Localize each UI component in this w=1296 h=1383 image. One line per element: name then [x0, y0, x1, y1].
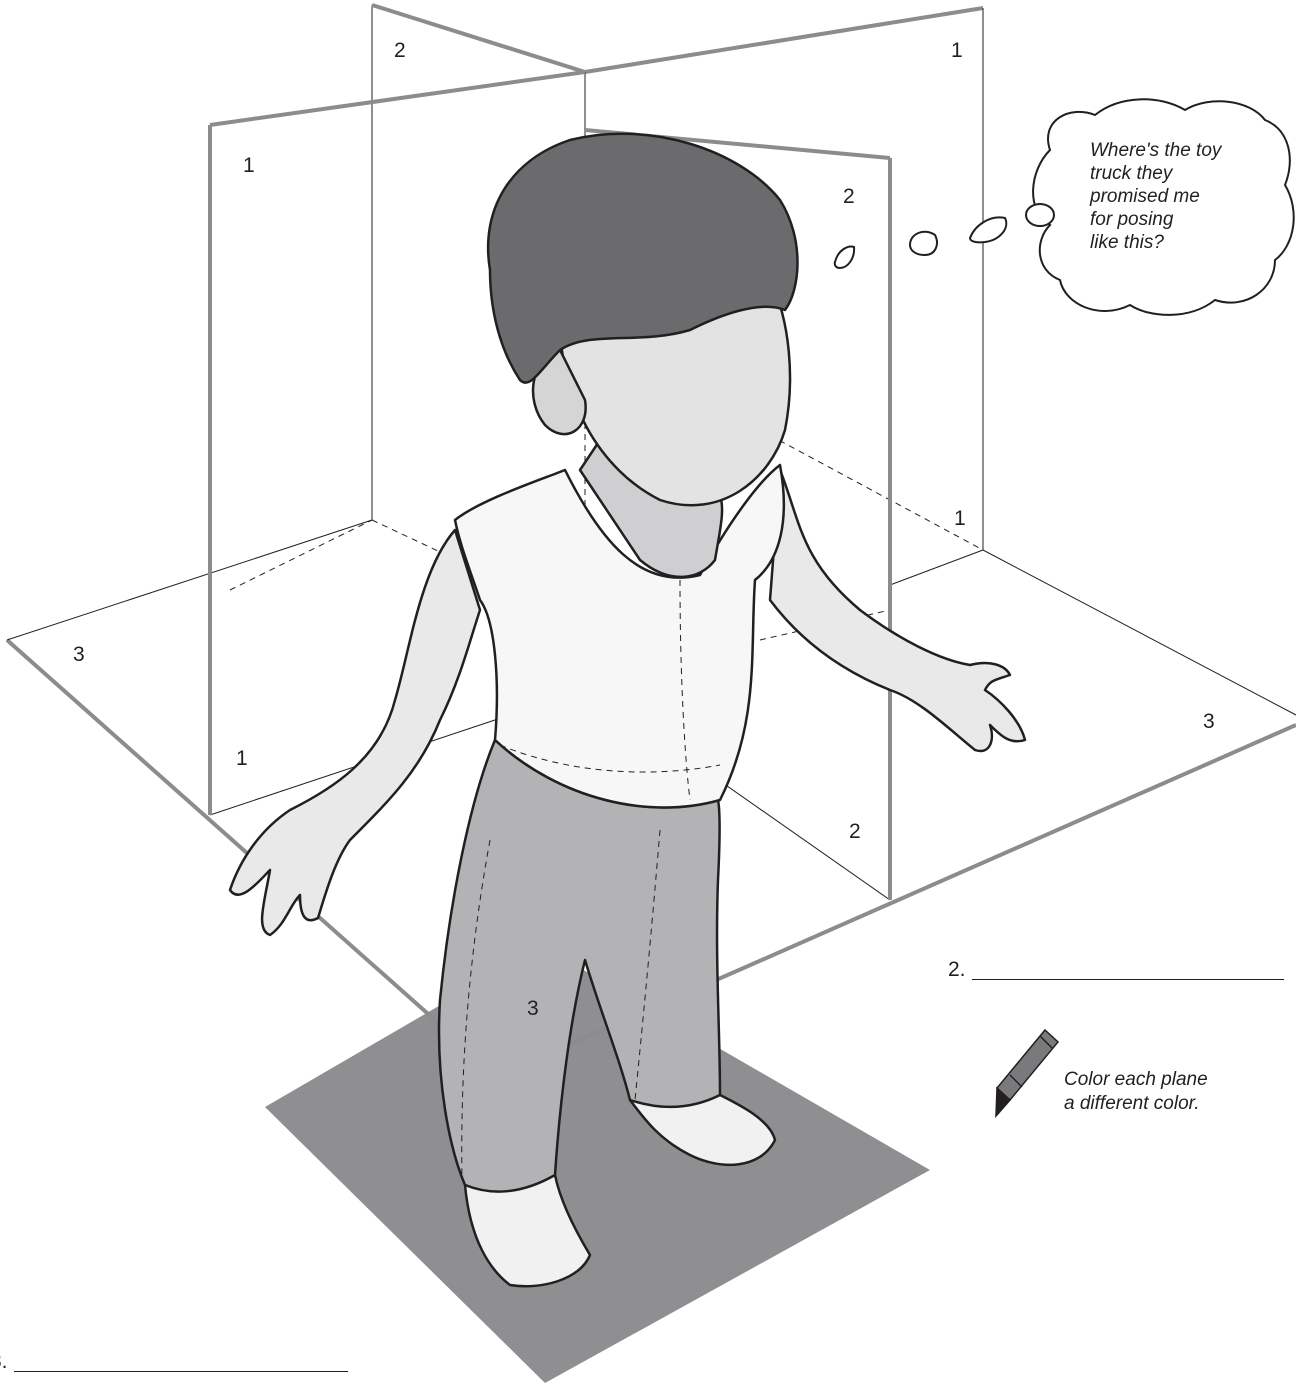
thought-line: promised me	[1090, 185, 1280, 208]
answer-blank-2[interactable]: 2.	[948, 959, 1284, 980]
plane-label-transverse: 3	[73, 644, 85, 665]
right-arm	[770, 470, 1025, 751]
plane-label-transverse: 3	[527, 998, 539, 1019]
left-arm	[230, 530, 480, 935]
thought-line: like this?	[1090, 231, 1280, 254]
floor-shadow	[265, 946, 930, 1383]
plane-label-coronal: 1	[243, 155, 255, 176]
crayon-icon	[996, 1030, 1058, 1116]
thought-line: for posing	[1090, 208, 1280, 231]
answer-blank-3[interactable]: 3.	[0, 1351, 348, 1372]
answer-line[interactable]	[14, 1370, 348, 1372]
answer-line[interactable]	[972, 978, 1284, 980]
instruction-line: a different color.	[1064, 1092, 1208, 1116]
plane-label-coronal: 1	[954, 508, 966, 529]
thought-bubble-text: Where's the toy truck they promised me f…	[1090, 139, 1280, 254]
plane-label-sagittal: 2	[394, 40, 406, 61]
answer-blank-number: 2.	[948, 958, 966, 981]
instruction-note: Color each plane a different color.	[1064, 1068, 1208, 1116]
thought-line: Where's the toy	[1090, 139, 1280, 162]
answer-blank-number: 3.	[0, 1350, 8, 1373]
plane-label-coronal: 1	[951, 40, 963, 61]
plane-label-transverse: 3	[1203, 711, 1215, 732]
plane-label-coronal: 1	[236, 748, 248, 769]
plane-label-sagittal: 2	[843, 186, 855, 207]
thought-line: truck they	[1090, 162, 1280, 185]
instruction-line: Color each plane	[1064, 1068, 1208, 1092]
plane-label-sagittal: 2	[849, 821, 861, 842]
